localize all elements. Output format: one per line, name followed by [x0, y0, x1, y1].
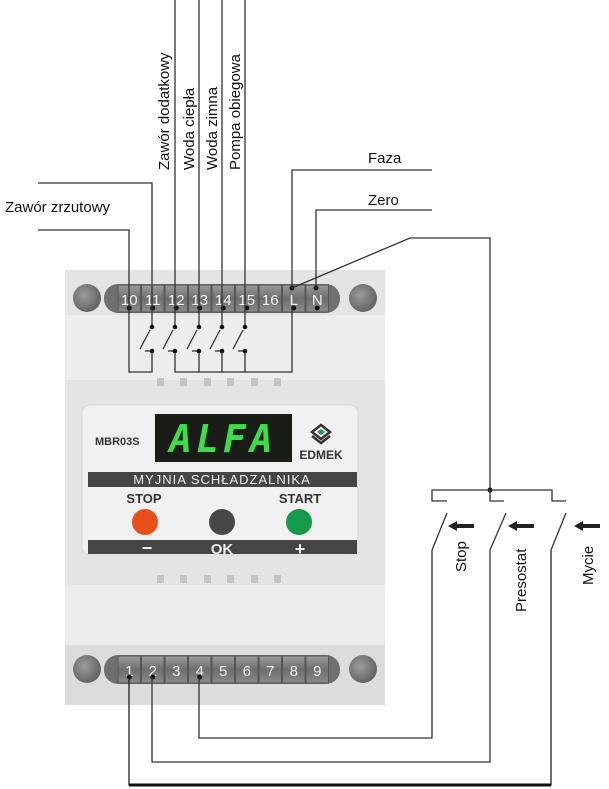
top-terminal-L[interactable] [282, 284, 306, 313]
ok-button[interactable] [209, 509, 235, 535]
terminal-number: 3 [172, 663, 180, 680]
arrow-left-icon [448, 521, 474, 531]
bottom-terminal-3[interactable] [164, 655, 188, 684]
top-terminal-N[interactable] [305, 284, 329, 313]
stop-label: STOP [126, 491, 161, 506]
arrow-icons [448, 521, 600, 531]
label-zawor-dodatkowy: Zawór dodatkowy [156, 52, 173, 170]
product-banner: MYJNIA SCHŁADZALNIKA [133, 472, 311, 487]
external-switches: Stop Presostat Mycie [128, 487, 600, 787]
label-stop-switch: Stop [453, 541, 470, 572]
edmek-logo-icon [309, 423, 333, 445]
label-woda-ciepla: Woda ciepła [181, 87, 198, 170]
terminal-number: 16 [262, 292, 279, 309]
terminal-number: 11 [145, 292, 161, 309]
label-presostat-switch: Presostat [513, 548, 530, 612]
switch-mycie [550, 512, 567, 551]
relay-contact [209, 329, 221, 350]
terminal-number: 5 [219, 663, 227, 680]
bottom-terminal-8[interactable] [282, 655, 306, 684]
label-pompa-obiegowa: Pompa obiegowa [227, 53, 244, 170]
switch-stop [431, 512, 448, 551]
terminal-number: 8 [290, 663, 298, 680]
terminal-number: 14 [215, 292, 232, 309]
top-terminal-16[interactable] [258, 284, 282, 313]
terminal-number: 1 [125, 663, 133, 680]
output-wires [38, 0, 491, 490]
switch-presostat [489, 512, 507, 551]
led-display [155, 414, 292, 462]
top-terminal-14[interactable] [211, 284, 235, 313]
stop-button[interactable] [132, 509, 158, 535]
mounting-hole [73, 655, 101, 683]
terminal-number: N [312, 292, 323, 309]
label-woda-zimna: Woda zimna [204, 86, 221, 170]
terminal-number: 4 [196, 663, 204, 680]
front-panel: MBR03S ALFA EDMEK MYJNIA SCHŁADZALNIKA S… [81, 404, 359, 559]
mounting-hole [349, 655, 377, 683]
terminal-number: 15 [238, 292, 255, 309]
arrow-left-icon [574, 521, 600, 531]
terminal-number: 6 [243, 663, 251, 680]
relay-contacts [128, 308, 293, 373]
top-terminal-15[interactable] [235, 284, 259, 313]
plus-label: + [295, 539, 306, 559]
terminal-number: L [290, 292, 298, 309]
display-text: ALFA [166, 417, 277, 461]
terminal-number: 2 [149, 663, 157, 680]
bottom-terminal-7[interactable] [258, 655, 282, 684]
top-terminal-12[interactable] [164, 284, 188, 313]
arrow-left-icon [508, 521, 534, 531]
bottom-terminal-9[interactable] [305, 655, 329, 684]
label-zero: Zero [368, 192, 399, 209]
relay-contact [232, 329, 244, 350]
brand-label: EDMEK [299, 448, 343, 462]
start-button[interactable] [286, 509, 312, 535]
model-label: MBR03S [95, 436, 140, 448]
mounting-hole [349, 284, 377, 312]
minus-label: − [142, 538, 153, 558]
start-label: START [279, 491, 321, 506]
relay-contact [139, 329, 151, 350]
relay-contact [186, 329, 198, 350]
bottom-terminal-4[interactable] [188, 655, 212, 684]
label-mycie-switch: Mycie [580, 546, 597, 585]
relay-contact [162, 329, 174, 350]
terminal-number: 9 [313, 663, 321, 680]
terminal-number: 12 [168, 292, 185, 309]
bottom-terminal-5[interactable] [211, 655, 235, 684]
mounting-hole [73, 284, 101, 312]
bottom-terminal-6[interactable] [235, 655, 259, 684]
label-faza: Faza [368, 150, 402, 167]
ok-label: OK [211, 541, 234, 558]
terminal-number: 7 [266, 663, 274, 680]
terminal-number: 13 [191, 292, 208, 309]
bottom-terminal-2[interactable] [141, 655, 165, 684]
top-terminal-13[interactable] [188, 284, 212, 313]
label-zawor-zrzutowy: Zawór zrzutowy [5, 199, 111, 216]
top-terminal-11[interactable] [141, 284, 165, 313]
